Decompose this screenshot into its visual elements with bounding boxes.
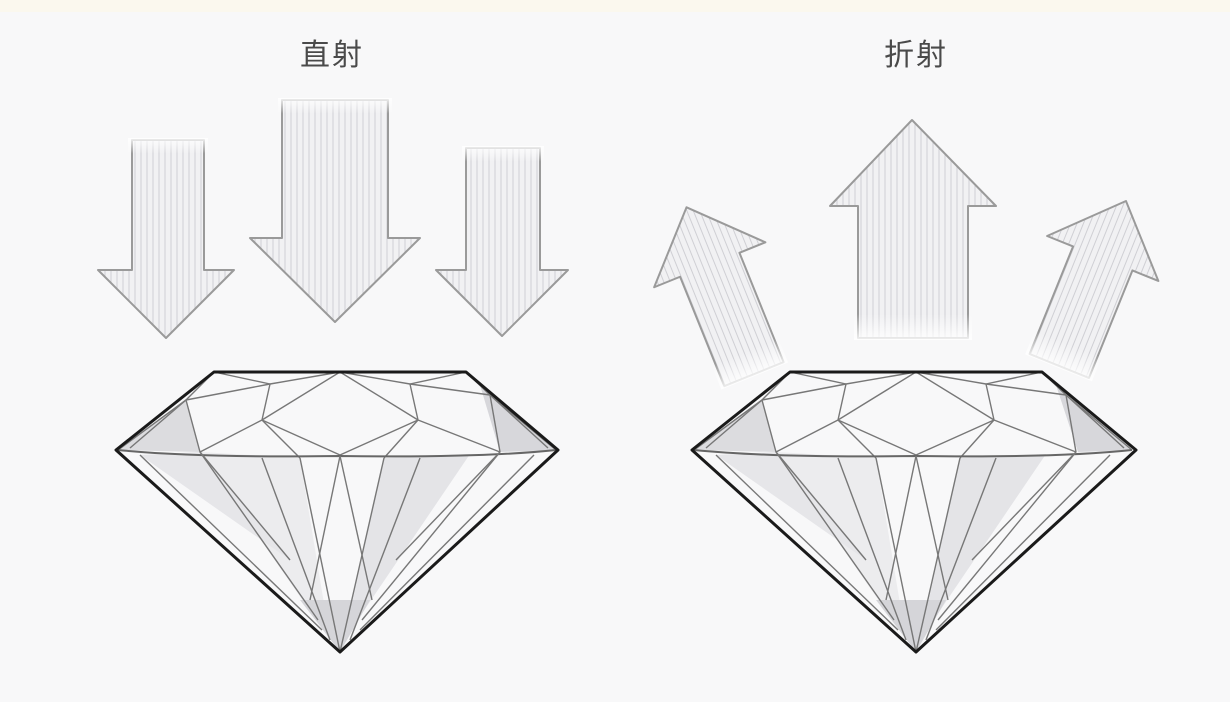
- down-arrow-right: [435, 146, 569, 337]
- down-arrow-center: [249, 98, 421, 323]
- up-arrow-center: [829, 119, 997, 340]
- refracted-light-title: 折射: [884, 38, 948, 73]
- up-arrow-left: [653, 206, 789, 390]
- down-arrow-left: [97, 138, 235, 339]
- diamond-left: [114, 370, 560, 654]
- direct-light-title: 直射: [300, 38, 364, 73]
- top-band: [0, 0, 1230, 12]
- up-arrow-right: [1025, 199, 1160, 382]
- diamond-right: [690, 370, 1138, 654]
